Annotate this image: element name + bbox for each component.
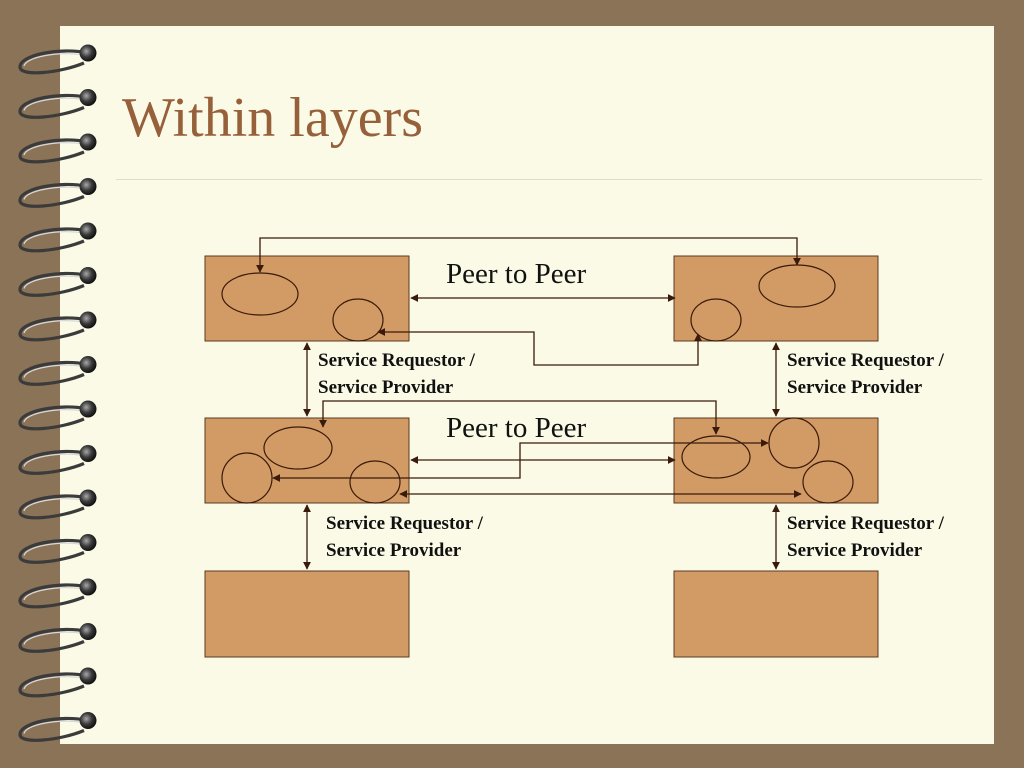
binding-ring bbox=[18, 405, 89, 431]
entity-ellipse bbox=[768, 417, 820, 469]
binding-hole bbox=[79, 44, 97, 62]
binding-hole bbox=[79, 133, 97, 151]
binding-ring bbox=[18, 93, 89, 119]
binding-ring-highlight bbox=[23, 587, 85, 601]
binding-ring bbox=[18, 449, 89, 475]
layer-box-bottom-left bbox=[204, 570, 410, 658]
binding-ring-highlight bbox=[23, 453, 85, 467]
binding-ring-highlight bbox=[23, 186, 85, 200]
binding-hole bbox=[79, 311, 97, 329]
peer-connector bbox=[272, 439, 769, 482]
peer-connector bbox=[256, 237, 801, 273]
service-label-line: Service Requestor / bbox=[787, 513, 944, 534]
peer-connector bbox=[377, 328, 702, 366]
binding-hole bbox=[79, 178, 97, 195]
binding-ring bbox=[18, 672, 89, 698]
service-label-line: Service Provider bbox=[326, 540, 462, 561]
binding-ring-highlight bbox=[23, 409, 85, 423]
binding-hole bbox=[79, 445, 97, 462]
binding-hole bbox=[79, 712, 97, 729]
slide-title: Within layers bbox=[122, 87, 423, 149]
binding-ring bbox=[18, 182, 89, 208]
peer-connector bbox=[319, 400, 720, 435]
binding-ring bbox=[18, 316, 89, 342]
service-label: Service Requestor / Service Provider bbox=[787, 510, 944, 564]
peer-to-peer-label: Peer to Peer bbox=[446, 258, 587, 290]
binding-hole bbox=[79, 578, 97, 596]
binding-ring-highlight bbox=[23, 97, 85, 111]
binding-ring bbox=[18, 627, 89, 653]
binding-hole bbox=[79, 267, 97, 284]
title-divider bbox=[116, 179, 982, 180]
binding-ring bbox=[18, 494, 89, 520]
binding-hole bbox=[79, 89, 97, 106]
service-label: Service Requestor / Service Provider bbox=[787, 347, 944, 401]
binding-ring-highlight bbox=[23, 231, 85, 245]
binding-hole bbox=[79, 623, 97, 640]
binding-ring-highlight bbox=[23, 53, 85, 67]
binding-ring bbox=[18, 138, 89, 164]
entity-ellipse bbox=[221, 272, 299, 316]
service-label: Service Requestor / Service Provider bbox=[318, 347, 475, 401]
binding-ring bbox=[18, 49, 89, 75]
binding-ring-highlight bbox=[23, 542, 85, 556]
binding-hole bbox=[79, 534, 97, 551]
binding-ring-highlight bbox=[23, 631, 85, 645]
binding-ring bbox=[18, 716, 89, 742]
binding-hole bbox=[79, 667, 97, 685]
binding-hole bbox=[79, 356, 97, 373]
binding-ring bbox=[18, 538, 89, 564]
layer-box-middle-left bbox=[204, 417, 410, 504]
entity-ellipse bbox=[332, 298, 384, 342]
binding-hole bbox=[79, 489, 97, 507]
spiral-binding bbox=[18, 44, 97, 742]
service-label: Service Requestor / Service Provider bbox=[326, 510, 483, 564]
binding-ring-highlight bbox=[23, 720, 85, 734]
binding-hole bbox=[79, 222, 97, 240]
service-label-line: Service Requestor / bbox=[326, 513, 483, 534]
binding-ring-highlight bbox=[23, 498, 85, 512]
binding-ring bbox=[18, 583, 89, 609]
binding-ring-highlight bbox=[23, 676, 85, 690]
layer-box-top-left bbox=[204, 255, 410, 342]
binding-ring-highlight bbox=[23, 142, 85, 156]
binding-ring bbox=[18, 271, 89, 297]
service-label-line: Service Provider bbox=[787, 540, 923, 561]
layer-box-bottom-right bbox=[673, 570, 879, 658]
binding-ring-highlight bbox=[23, 320, 85, 334]
entity-ellipse bbox=[221, 452, 273, 504]
entity-ellipse bbox=[802, 460, 854, 504]
service-label-line: Service Provider bbox=[787, 377, 923, 398]
service-label-line: Service Requestor / bbox=[318, 350, 475, 371]
binding-ring bbox=[18, 227, 89, 253]
binding-hole bbox=[79, 400, 97, 418]
service-label-line: Service Requestor / bbox=[787, 350, 944, 371]
binding-ring bbox=[18, 360, 89, 386]
entity-ellipse bbox=[690, 298, 742, 342]
service-label-line: Service Provider bbox=[318, 377, 454, 398]
peer-to-peer-label: Peer to Peer bbox=[446, 412, 587, 444]
binding-ring-highlight bbox=[23, 364, 85, 378]
binding-ring-highlight bbox=[23, 275, 85, 289]
